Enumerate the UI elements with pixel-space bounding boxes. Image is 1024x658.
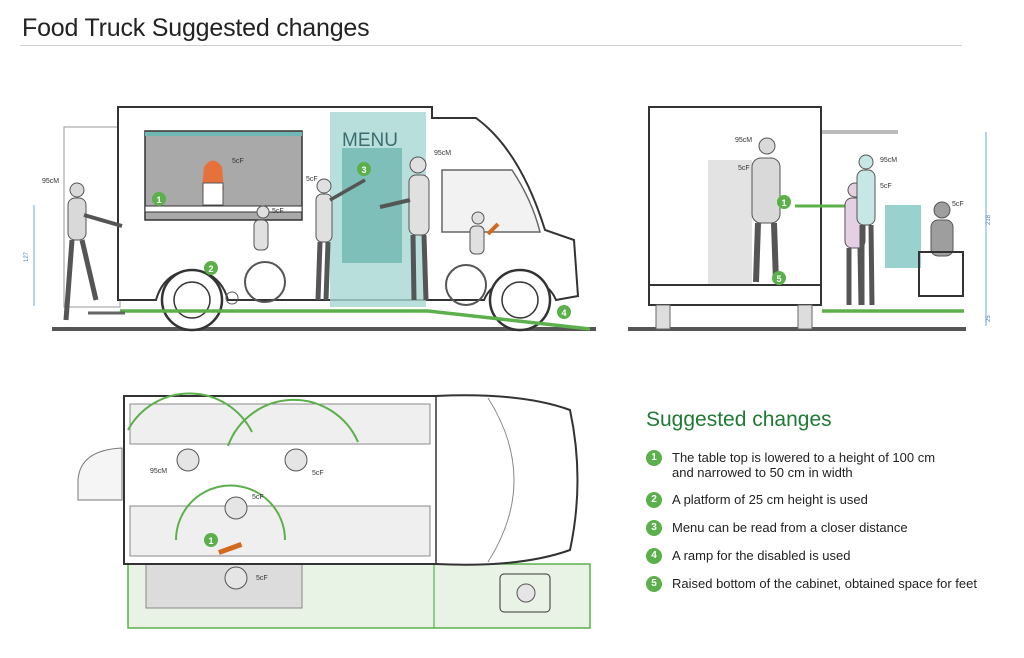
marker-1-top: 1 [204, 533, 218, 547]
label-5cf-rear-wheelchair: 5cF [952, 201, 964, 208]
svg-text:1: 1 [781, 198, 786, 208]
dimension-rear-base: 25 [986, 315, 992, 322]
rear-server-man [751, 137, 781, 283]
marker-4-side: 4 [557, 305, 571, 319]
rear-cabinet [708, 160, 752, 285]
top-counter-extension [145, 557, 303, 609]
legend-text: Menu can be read from a closer distance [672, 520, 908, 535]
dimension-side-label: 127 [24, 251, 30, 262]
legend-number: 5 [646, 576, 662, 592]
legend-item: 4 A ramp for the disabled is used [646, 548, 1016, 564]
legend-heading: Suggested changes [646, 408, 832, 431]
legend-item: 3 Menu can be read from a closer distance [646, 520, 1016, 536]
label-95cm-left: 95cM [42, 178, 59, 185]
legend-number: 2 [646, 492, 662, 508]
page-title: Food Truck Suggested changes [22, 14, 370, 42]
rear-wheel-hub [173, 281, 211, 319]
cab-window [441, 169, 541, 233]
legend-number: 4 [646, 548, 662, 564]
front-wheel-hub [501, 281, 539, 319]
rear-view: 218 25 95cM 5cF 95cM 5cF 5cF 1 5 [628, 106, 992, 331]
rear-leg-right [797, 304, 813, 330]
legend-item: 5 Raised bottom of the cabinet, obtained … [646, 576, 1016, 592]
legend-number: 3 [646, 520, 662, 536]
svg-text:2: 2 [208, 264, 213, 274]
svg-text:1: 1 [208, 536, 213, 546]
marker-3-side: 3 [357, 162, 371, 176]
top-reach-arcs [127, 392, 359, 541]
marker-1-side: 1 [152, 192, 166, 206]
server-woman [202, 160, 224, 206]
label-5cf-server: 5cF [232, 158, 244, 165]
legend-number: 1 [646, 450, 662, 466]
label-5cf-wheelchair-side: 5cF [272, 208, 284, 215]
top-front-counter [129, 505, 431, 557]
rear-chassis [648, 284, 822, 306]
suggested-changes-legend: Suggested changes 1 The table top is lowe… [646, 408, 1016, 604]
menu-label: MENU [342, 130, 398, 151]
top-view: 95cM 5cF 5cF 5cF 1 [77, 392, 591, 629]
svg-text:4: 4 [561, 308, 566, 318]
rear-menu-board [885, 205, 921, 268]
label-95cm-right: 95cM [434, 150, 451, 157]
rear-awning [822, 130, 898, 134]
legend-text: The table top is lowered to a height of … [672, 450, 936, 480]
svg-text:1: 1 [156, 195, 161, 205]
legend-text: Raised bottom of the cabinet, obtained s… [672, 576, 977, 591]
label-95cm-rear-customer: 95cM [880, 157, 897, 164]
legend-text: A ramp for the disabled is used [672, 548, 851, 563]
counter-top [144, 205, 303, 213]
label-5cf-top-customer: 5cF [256, 575, 268, 582]
side-view: MENU 127 95cM 5cF 5cF [24, 106, 596, 332]
legend-text: A platform of 25 cm height is used [672, 492, 868, 507]
label-5cf-top-server: 5cF [252, 494, 264, 501]
top-people [176, 448, 551, 613]
label-95cm-top: 95cM [150, 468, 167, 475]
front-wheel [488, 268, 552, 332]
top-back-counter [129, 403, 431, 445]
rear-customer-man [856, 154, 876, 306]
top-windshield [487, 397, 515, 563]
title-divider [20, 45, 962, 46]
svg-text:3: 3 [361, 165, 366, 175]
standing-man-left [63, 182, 123, 321]
standing-woman [315, 178, 366, 301]
marker-5-rear: 5 [772, 271, 786, 285]
rear-leg-left [655, 304, 671, 330]
dimension-rear-height: 218 [986, 214, 992, 225]
label-5cf-rear-customer: 5cF [880, 183, 892, 190]
label-5cf-rear-server: 5cF [738, 165, 750, 172]
marker-2-side: 2 [204, 261, 218, 275]
top-food-item [218, 542, 243, 555]
ramp-line [427, 309, 591, 331]
label-95cm-rear: 95cM [735, 137, 752, 144]
legend-item: 2 A platform of 25 cm height is used [646, 492, 1016, 508]
label-5cf-top-back: 5cF [312, 470, 324, 477]
rear-wheelchair-user [918, 201, 964, 297]
svg-text:5: 5 [776, 274, 781, 284]
top-awning [77, 447, 123, 501]
standing-man-right [379, 156, 430, 301]
marker-1-rear: 1 [777, 195, 791, 209]
wheelchair-user-right [445, 211, 500, 306]
wheelchair-user-left [225, 205, 286, 305]
legend-item: 1 The table top is lowered to a height of… [646, 450, 1016, 480]
rear-wheel [160, 268, 224, 332]
label-5cf-standing: 5cF [306, 176, 318, 183]
